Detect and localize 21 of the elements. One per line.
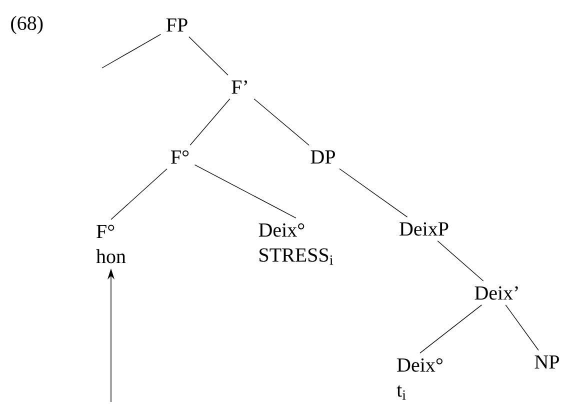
tree-branch <box>420 304 482 354</box>
tree-branch <box>194 164 296 218</box>
tree-branch <box>190 98 230 146</box>
example-number: (68) <box>11 16 43 34</box>
tree-label: FP <box>166 18 188 32</box>
tree-label: Deix° STRESS$_{i}$ <box>258 223 333 265</box>
tree-label: F° <box>171 150 189 164</box>
tree-branch <box>110 168 168 220</box>
tree-label: DeixP <box>400 222 448 236</box>
tree-label: NP <box>534 355 559 369</box>
tree-branch <box>102 34 162 68</box>
tree-branch <box>339 168 408 218</box>
tree-branch <box>188 36 228 76</box>
tree-label: DP <box>310 150 335 164</box>
tree-label: F’ <box>232 80 247 94</box>
tree-branch <box>505 304 539 351</box>
tree-branch <box>437 240 484 282</box>
tree-label: F° hon <box>96 224 126 264</box>
tree-label: Deix’ <box>474 286 518 300</box>
tree-label: Deix° t$_{i}$ <box>396 358 442 400</box>
tree-branch <box>254 98 310 146</box>
